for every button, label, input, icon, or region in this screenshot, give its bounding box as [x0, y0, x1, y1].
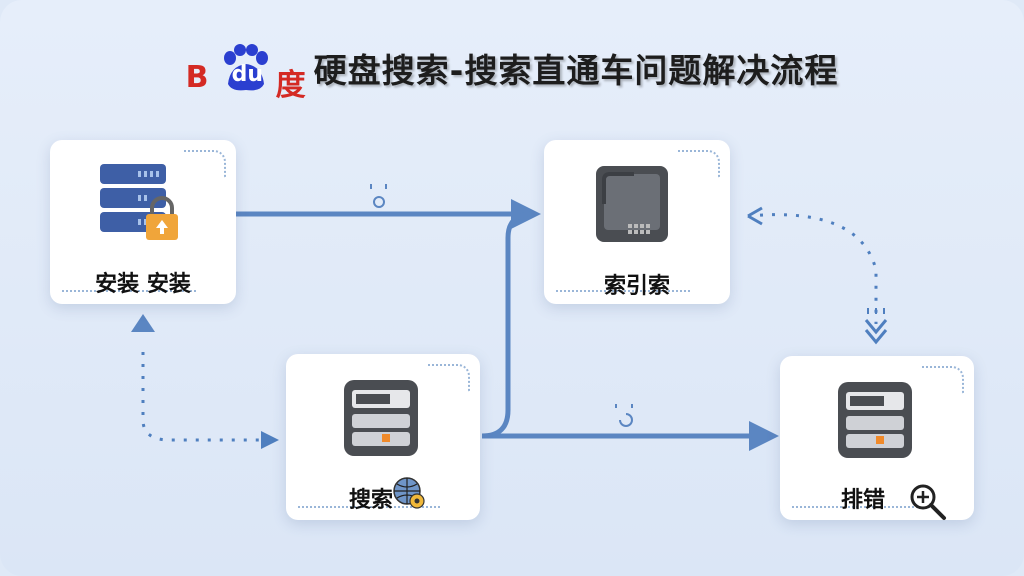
node-index: 索引索	[544, 140, 730, 304]
node-debug: 排错	[780, 356, 974, 520]
server-lock-icon	[100, 164, 178, 240]
server-rack-icon	[344, 380, 418, 456]
node-label: 排错	[840, 488, 885, 513]
node-search: 搜索	[286, 354, 480, 520]
logo-ideograph: 度	[275, 68, 306, 103]
arrow-search-to-index	[481, 211, 533, 439]
logo-letter-b: B	[185, 60, 209, 95]
logo-du: du	[231, 62, 264, 87]
node-label: 搜索	[348, 488, 393, 513]
node-label: 索引索	[603, 274, 670, 299]
dotted-index-to-debug	[747, 213, 878, 324]
server-rack-icon	[838, 382, 912, 458]
chip-icon	[596, 166, 668, 242]
globe-gear-icon	[393, 477, 425, 509]
magnifier-icon	[910, 484, 946, 520]
node-install: 安装 安装	[50, 140, 236, 304]
paw-icon	[223, 44, 268, 91]
node-label: 安装 安装	[95, 272, 191, 297]
header: B du 度 硬盘搜索-搜索直通车问题解决流程	[0, 28, 1024, 108]
page-title: 硬盘搜索-搜索直通车问题解决流程	[313, 51, 839, 90]
baidu-logo: B du 度	[185, 38, 308, 103]
dotted-search-to-install	[141, 352, 279, 449]
